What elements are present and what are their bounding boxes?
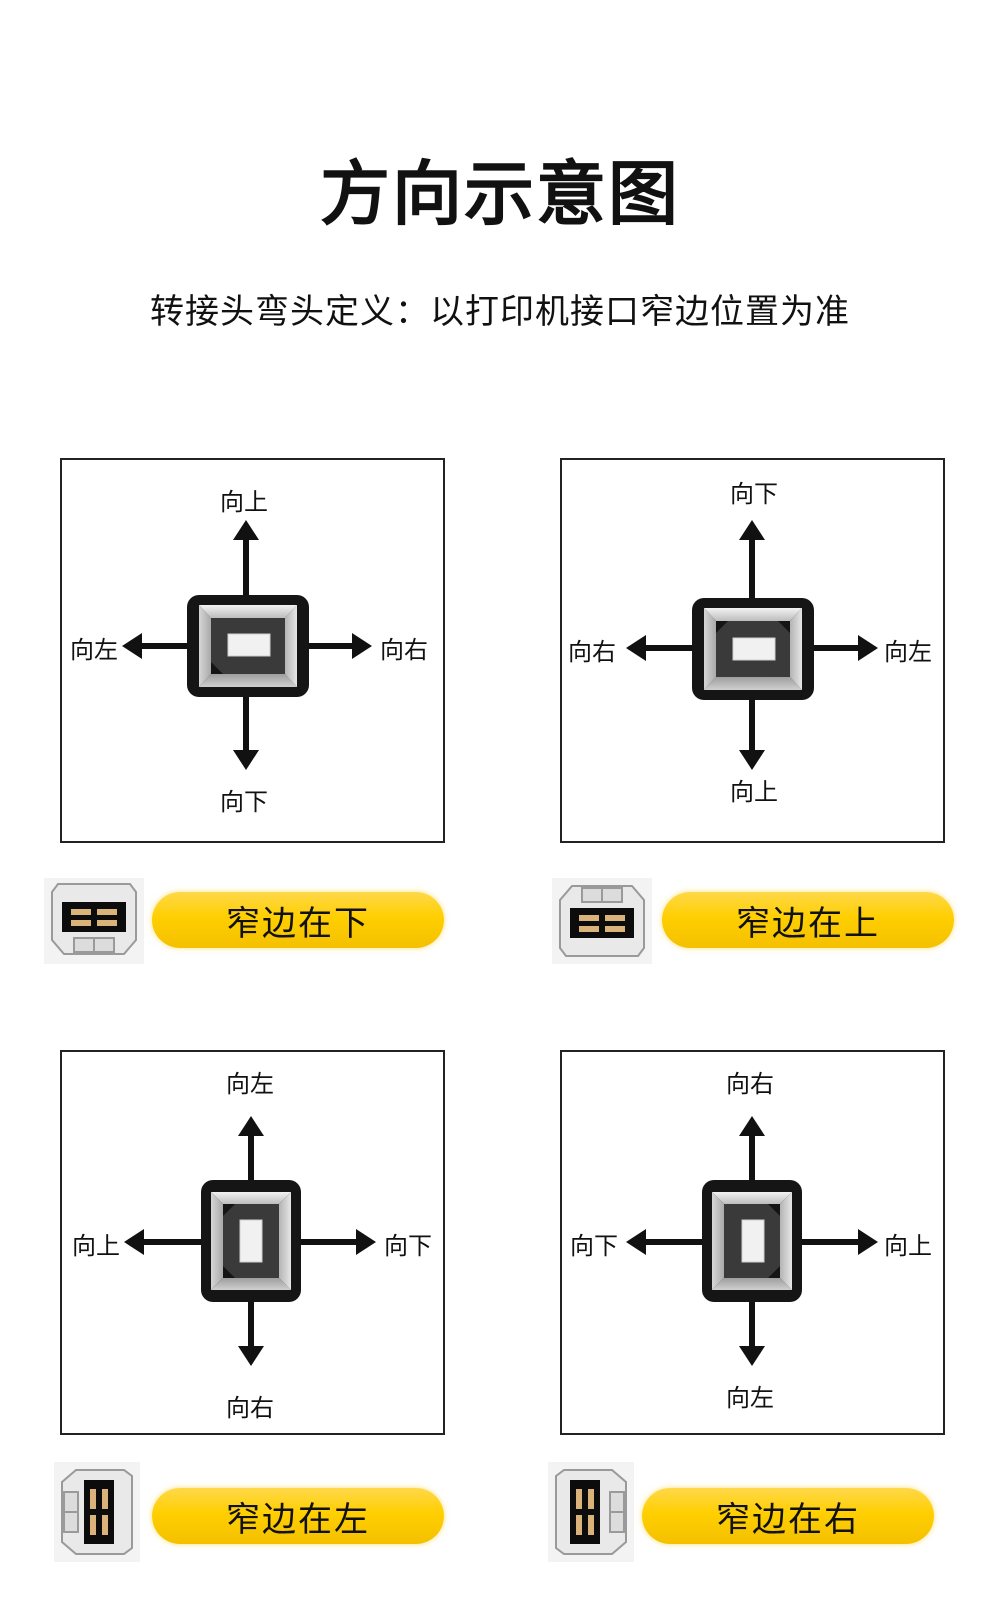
page-subtitle: 转接头弯头定义：以打印机接口窄边位置为准: [150, 292, 850, 332]
usb-b-port-icon: [187, 595, 309, 697]
label-top: 向左: [226, 1070, 274, 1098]
caption-narrow-left: 窄边在左: [152, 1488, 444, 1544]
arrow-up-icon: [739, 520, 765, 608]
arrow-left-icon: [626, 1229, 702, 1255]
label-bottom: 向左: [726, 1384, 774, 1412]
arrow-right-icon: [282, 633, 372, 659]
diagram-panel-narrow-top: 向下 向上 向右 向左: [560, 458, 945, 843]
label-top: 向下: [730, 480, 778, 508]
usb-b-port-icon: [548, 1462, 634, 1562]
usb-b-port-icon: [692, 598, 814, 700]
label-bottom: 向上: [730, 778, 778, 806]
caption-narrow-right: 窄边在右: [642, 1488, 934, 1544]
label-left: 向左: [70, 636, 118, 664]
arrow-left-icon: [626, 635, 716, 661]
label-top: 向右: [726, 1070, 774, 1098]
label-bottom: 向下: [220, 788, 268, 816]
arrow-down-icon: [739, 685, 765, 770]
arrow-down-icon: [233, 685, 259, 770]
label-left: 向右: [568, 638, 616, 666]
label-right: 向左: [884, 638, 932, 666]
label-top: 向上: [220, 488, 268, 516]
arrow-down-icon: [238, 1300, 264, 1366]
page-title: 方向示意图: [320, 153, 680, 235]
usb-b-port-icon: [54, 1462, 140, 1562]
usb-b-port-icon: [44, 878, 144, 964]
arrow-up-icon: [238, 1116, 264, 1200]
arrow-left-icon: [122, 633, 210, 659]
label-right: 向下: [384, 1232, 432, 1260]
label-right: 向右: [380, 636, 428, 664]
usb-b-port-icon: [201, 1180, 301, 1302]
label-right: 向上: [884, 1232, 932, 1260]
arrow-right-icon: [788, 635, 878, 661]
arrow-up-icon: [233, 520, 259, 608]
direction-diagram: [626, 520, 878, 770]
usb-b-port-icon: [552, 878, 652, 964]
label-left: 向下: [570, 1232, 618, 1260]
diagram-panel-narrow-bottom: 向上 向下 向左 向右: [60, 458, 445, 843]
label-left: 向上: [72, 1232, 120, 1260]
direction-diagram: [124, 1116, 376, 1366]
diagram-panel-narrow-left: 向左 向右 向上 向下: [60, 1050, 445, 1435]
arrow-left-icon: [124, 1229, 210, 1255]
arrow-down-icon: [739, 1300, 765, 1366]
caption-narrow-bottom: 窄边在下: [152, 892, 444, 948]
direction-diagram: [122, 520, 372, 770]
caption-narrow-top: 窄边在上: [662, 892, 954, 948]
arrow-right-icon: [300, 1229, 376, 1255]
label-bottom: 向右: [226, 1394, 274, 1422]
diagram-panel-narrow-right: 向右 向左 向下 向上: [560, 1050, 945, 1435]
usb-b-port-icon: [702, 1180, 802, 1302]
arrow-up-icon: [739, 1116, 765, 1200]
direction-diagram: [626, 1116, 878, 1366]
arrow-right-icon: [802, 1229, 878, 1255]
